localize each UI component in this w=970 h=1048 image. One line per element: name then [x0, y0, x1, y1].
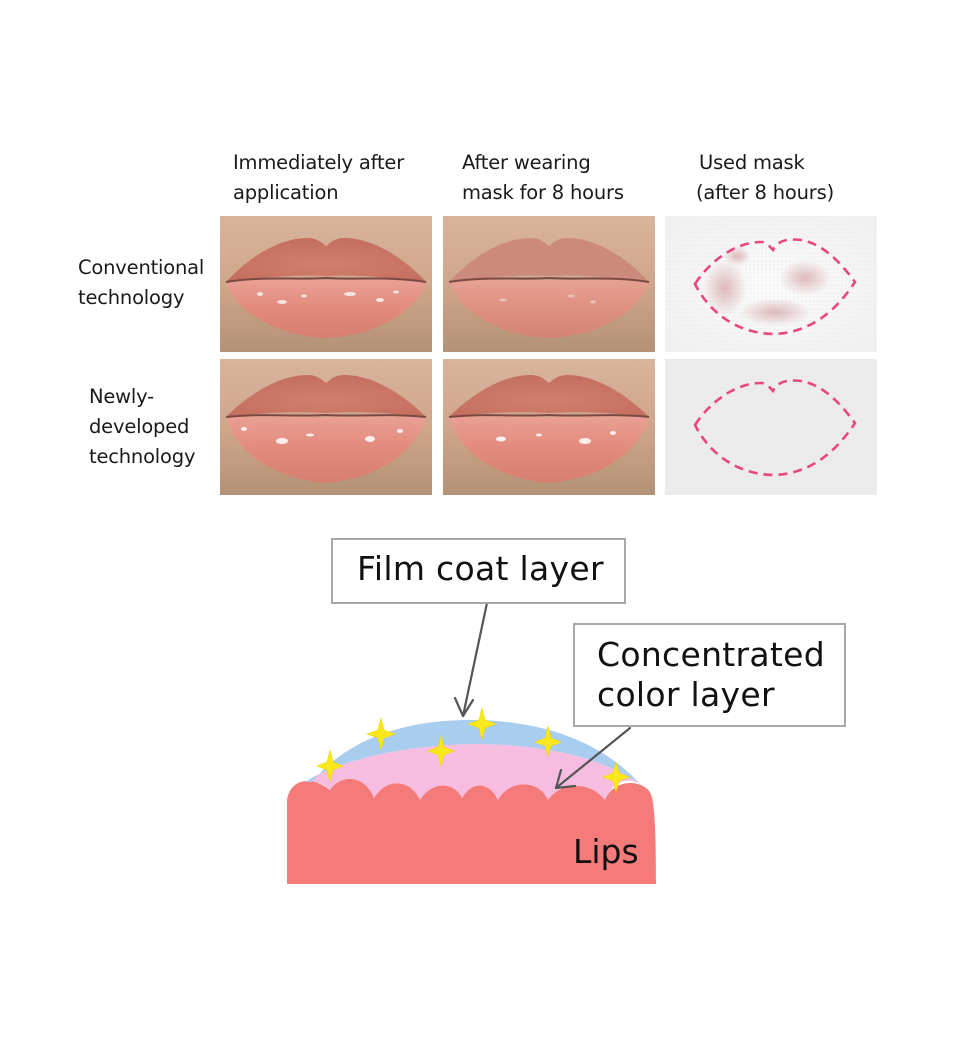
- column-header-line: mask for 8 hours: [462, 181, 624, 204]
- sparkle-icon: [467, 707, 497, 741]
- film-coat-label: Film coat layer: [357, 549, 604, 588]
- photo-new-after-mask: [443, 359, 655, 495]
- color-layer-callout: Concentrated color layer: [573, 623, 846, 727]
- column-header-line: Used mask: [699, 151, 805, 174]
- photo-conventional-after-mask: [443, 216, 655, 352]
- column-header-line: application: [233, 181, 339, 204]
- film-coat-arrowhead: [453, 696, 475, 718]
- row-label-conventional: Conventional technology: [78, 253, 204, 313]
- column-header-after-mask: After wearing mask for 8 hours: [462, 148, 624, 208]
- lips-layer: [287, 778, 656, 884]
- sparkle-icon: [602, 760, 630, 794]
- photo-conventional-used-mask: [665, 216, 877, 352]
- color-layer-arrow: [554, 726, 632, 790]
- row-label-line: Conventional: [78, 256, 205, 279]
- row-label-line: technology: [78, 286, 185, 309]
- sparkle-icon: [427, 734, 455, 768]
- film-coat-callout: Film coat layer: [331, 538, 626, 604]
- sparkle-icon: [316, 749, 344, 783]
- color-layer-label-line: color layer: [597, 675, 775, 714]
- row-label-line: developed: [89, 415, 190, 438]
- sparkle-icon: [534, 725, 562, 758]
- color-layer-label-line: Concentrated: [597, 635, 826, 674]
- lips-label: Lips: [573, 832, 639, 871]
- photo-new-used-mask: [665, 359, 877, 495]
- column-header-line: After wearing: [462, 151, 591, 174]
- column-header-used-mask: Used mask (after 8 hours): [696, 148, 834, 208]
- sparkle-icon: [366, 717, 396, 751]
- photo-new-immediately-after: [220, 359, 432, 495]
- color-layer-arrowhead: [554, 768, 577, 790]
- column-header-line: Immediately after: [233, 151, 405, 174]
- row-label-newly-developed: Newly- developed technology: [89, 382, 195, 472]
- film-coat-arrow: [461, 601, 489, 718]
- row-label-line: Newly-: [89, 385, 154, 408]
- row-label-line: technology: [89, 445, 196, 468]
- column-header-line: (after 8 hours): [696, 181, 834, 204]
- photo-conventional-immediately-after: [220, 216, 432, 352]
- column-header-immediately-after: Immediately after application: [233, 148, 404, 208]
